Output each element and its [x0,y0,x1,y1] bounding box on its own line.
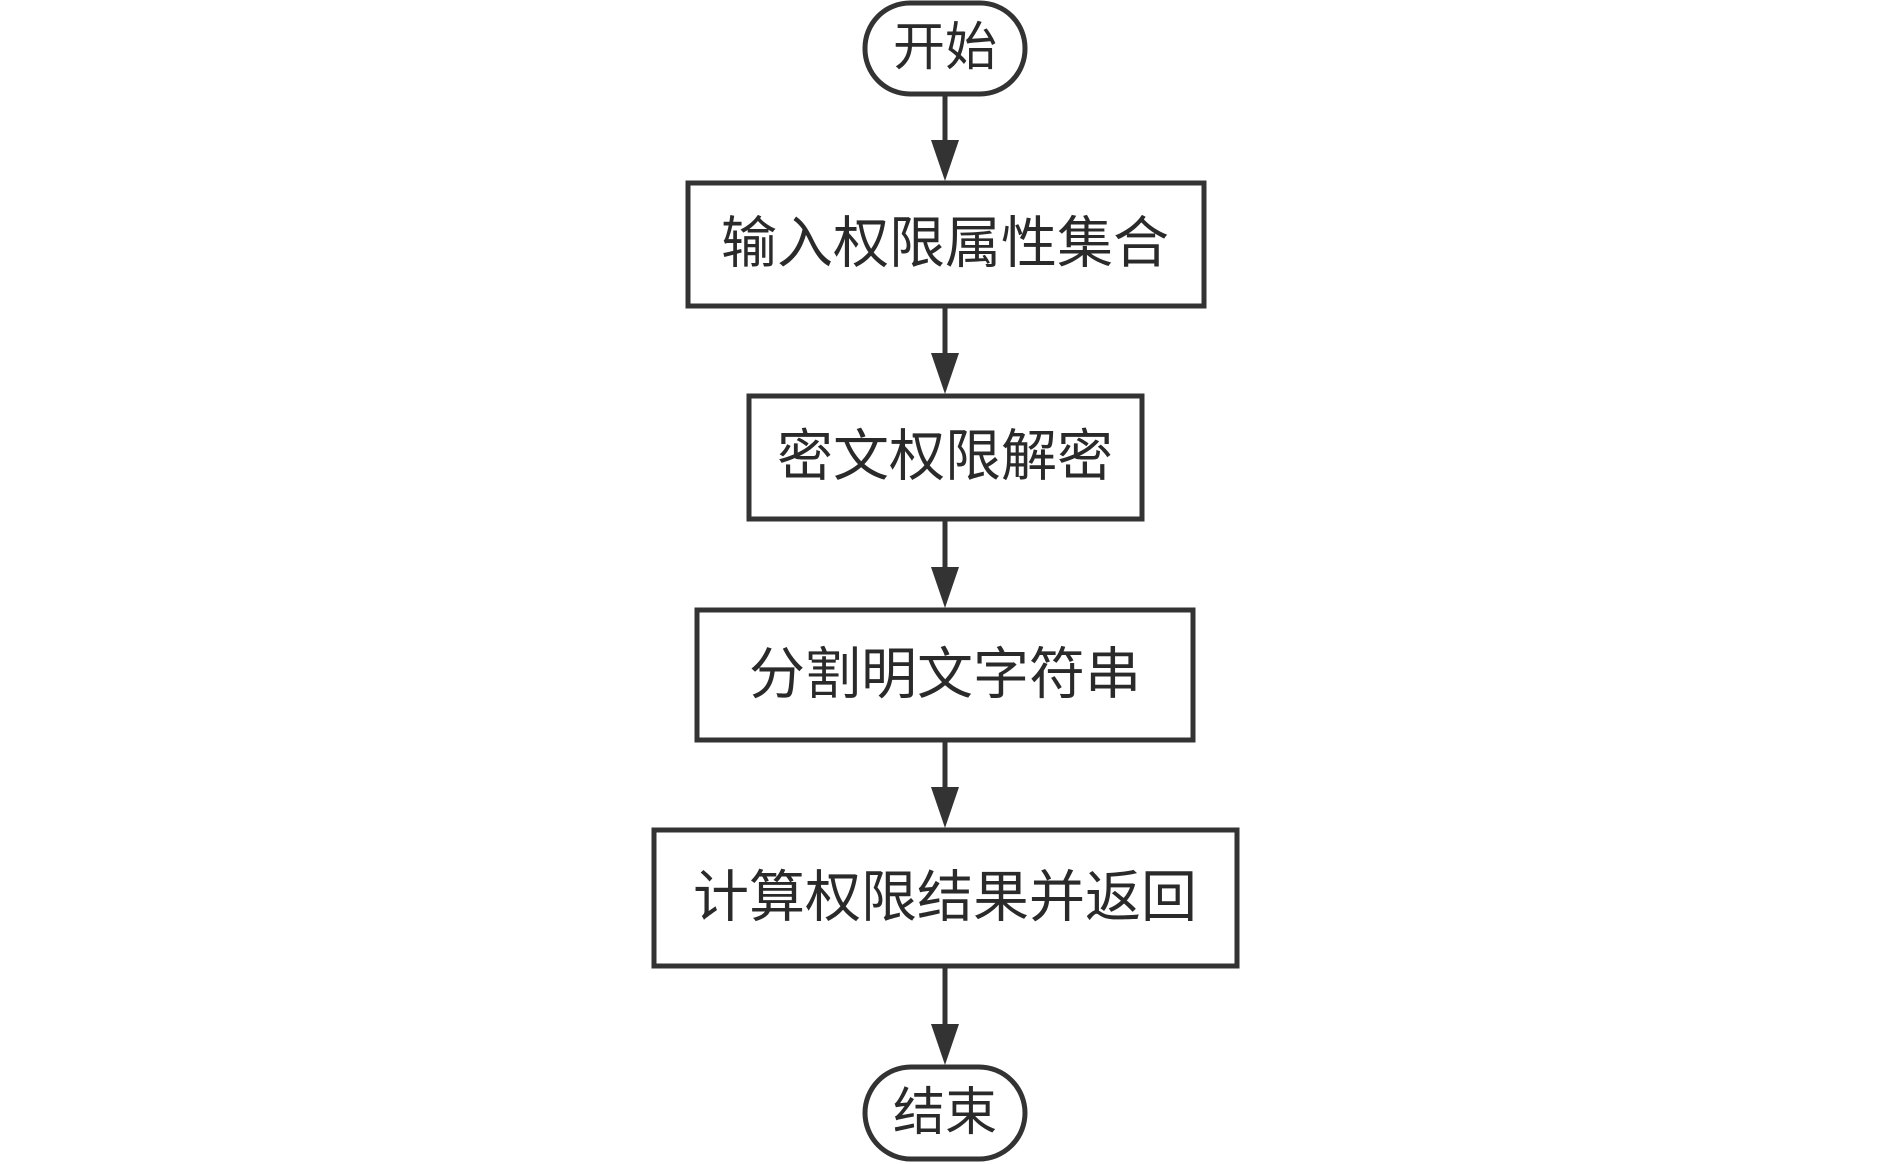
connector-decrypt-to-split [931,519,959,608]
start-terminal-shape [862,0,1028,97]
end-terminal-shape [862,1064,1028,1162]
end-node-label: 结束 [893,1083,997,1143]
compute-result-box [651,827,1240,969]
input-permission-attributes-box [685,180,1207,309]
start-node-label: 开始 [893,18,997,78]
decrypt-permission-node: 密文权限解密 [746,393,1145,522]
split-plaintext-box [694,607,1196,743]
decrypt-permission-label: 密文权限解密 [777,425,1113,490]
connector-start-to-input [931,94,959,181]
connector-compute-to-end [931,966,959,1065]
input-permission-attributes-label: 输入权限属性集合 [721,212,1169,277]
decrypt-permission-box [746,393,1145,522]
end-node: 结束 [862,1064,1028,1162]
connector-split-to-compute [931,740,959,828]
compute-result-label: 计算权限结果并返回 [693,866,1197,931]
connector-input-to-decrypt [931,306,959,394]
connectors [931,94,959,1065]
split-plaintext-node: 分割明文字符串 [694,607,1196,743]
start-node: 开始 [862,0,1028,97]
input-permission-attributes-node: 输入权限属性集合 [685,180,1207,309]
split-plaintext-label: 分割明文字符串 [749,643,1141,708]
compute-result-node: 计算权限结果并返回 [651,827,1240,969]
